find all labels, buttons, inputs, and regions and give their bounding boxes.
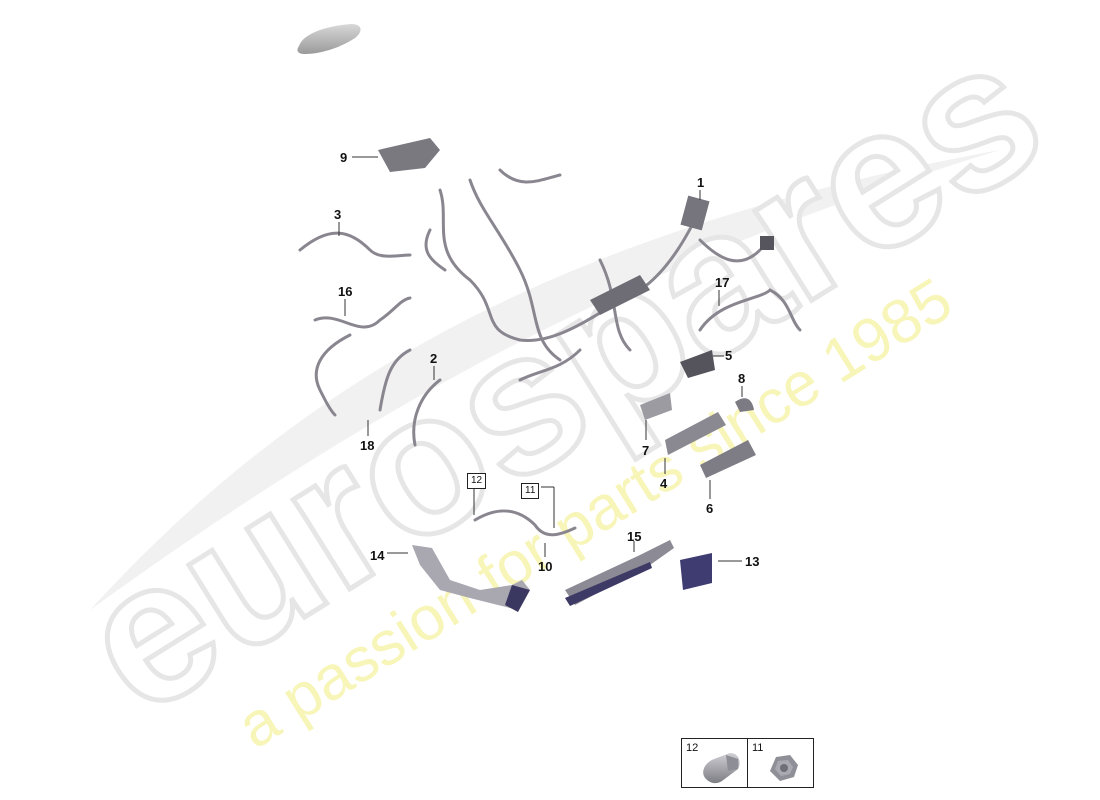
callout-4[interactable]: 4 <box>660 476 668 491</box>
cable-part-10 <box>473 509 577 537</box>
callout-3[interactable]: 3 <box>334 207 342 222</box>
main-wiring-harness <box>438 188 702 342</box>
callout-17[interactable]: 17 <box>715 275 730 290</box>
harness-part-16 <box>313 296 412 329</box>
cap-nut-icon <box>703 753 740 784</box>
callout-9[interactable]: 9 <box>340 150 348 165</box>
callout-2[interactable]: 2 <box>430 351 438 366</box>
cover-part-5 <box>680 350 715 378</box>
callout-1[interactable]: 1 <box>697 175 705 190</box>
callout-8[interactable]: 8 <box>738 371 746 386</box>
harness-part-2 <box>412 378 442 447</box>
car-silhouette-icon <box>297 24 361 54</box>
callout-10[interactable]: 10 <box>538 559 553 574</box>
callout-5[interactable]: 5 <box>725 348 733 363</box>
callout-14[interactable]: 14 <box>370 548 385 563</box>
legend-number: 12 <box>686 742 699 754</box>
callout-16[interactable]: 16 <box>338 284 353 299</box>
callout-13[interactable]: 13 <box>745 554 760 569</box>
boxed-callout-11[interactable]: 11 <box>521 483 540 499</box>
hex-nut-icon <box>770 755 798 781</box>
legend-item-11[interactable]: 11 <box>747 739 813 787</box>
bracket-part-6 <box>700 440 756 478</box>
clip-part-8 <box>735 398 754 412</box>
connector-part-1 <box>680 195 710 231</box>
callout-6[interactable]: 6 <box>706 501 714 516</box>
cover-part-7 <box>640 393 672 420</box>
boxed-callout-12[interactable]: 12 <box>467 473 487 489</box>
bracket-part-14 <box>412 545 530 610</box>
callout-18[interactable]: 18 <box>360 438 375 453</box>
plate-part-13 <box>680 553 712 590</box>
legend-number: 11 <box>752 742 764 754</box>
harness-part-17 <box>698 288 802 332</box>
callout-7[interactable]: 7 <box>642 443 650 458</box>
harness-part-3 <box>298 231 412 258</box>
callout-15[interactable]: 15 <box>627 529 642 544</box>
harness-part-18 <box>378 348 412 412</box>
bracket-part-4 <box>665 412 726 455</box>
bracket-part-9 <box>378 138 440 172</box>
fastener-legend: 12 11 <box>681 738 814 788</box>
legend-item-12[interactable]: 12 <box>682 739 747 787</box>
